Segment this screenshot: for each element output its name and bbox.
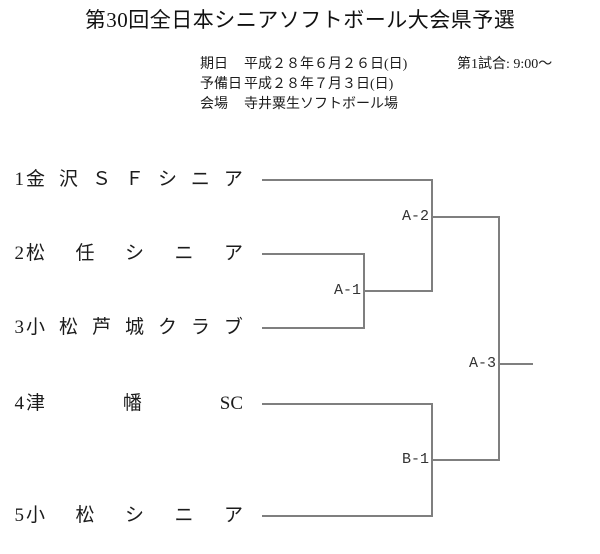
match-label-a1: A-1 — [333, 282, 361, 299]
match-a1-winner-line — [363, 290, 433, 292]
first-game-time: 第1試合: 9:00～ — [457, 57, 553, 72]
team3-line — [262, 327, 365, 329]
match-label-a3: A-3 — [468, 355, 496, 372]
info-row-date: 期日 平成２８年６月２６日(日) — [200, 55, 407, 75]
team-seed: 2 — [14, 243, 25, 264]
team-row-3: 3 小松芦城クラブ — [0, 317, 243, 339]
team-name: 小松芦城クラブ — [26, 317, 243, 338]
team-seed: 1 — [14, 169, 25, 190]
team4-line — [262, 403, 433, 405]
match-label-a2: A-2 — [401, 208, 429, 225]
team5-line — [262, 515, 433, 517]
info-value: 平成２８年７月３日(日) — [244, 77, 394, 92]
team-seed: 5 — [14, 505, 25, 526]
info-value: 寺井粟生ソフトボール場 — [244, 97, 398, 112]
info-value: 平成２８年６月２６日(日) — [244, 57, 408, 72]
match-a2-vertical — [431, 179, 433, 292]
info-label: 予備日 — [200, 77, 242, 92]
team2-line — [262, 253, 365, 255]
match-label-b1: B-1 — [401, 451, 429, 468]
match-a3-winner-line — [498, 363, 533, 365]
team-seed: 3 — [14, 317, 25, 338]
match-b1-winner-line — [431, 459, 500, 461]
event-info: 期日 平成２８年６月２６日(日) 予備日 平成２８年７月３日(日) 会場 寺井粟… — [200, 55, 407, 115]
match-a3-vertical — [498, 216, 500, 461]
info-row-reserve-date: 予備日 平成２８年７月３日(日) — [200, 75, 407, 95]
info-label: 会場 — [200, 97, 228, 112]
info-row-venue: 会場 寺井粟生ソフトボール場 — [200, 95, 407, 115]
page-title: 第30回全日本シニアソフトボール大会県予選 — [84, 8, 516, 32]
team1-line — [262, 179, 433, 181]
team-row-2: 2 松任シニア — [0, 243, 243, 265]
team-name: 松任シニア — [26, 243, 243, 264]
match-a2-winner-line — [431, 216, 500, 218]
team-row-5: 5 小松シニア — [0, 505, 243, 527]
info-label: 期日 — [200, 57, 228, 72]
team-seed: 4 — [14, 393, 25, 414]
team-name: 小松シニア — [26, 505, 243, 526]
